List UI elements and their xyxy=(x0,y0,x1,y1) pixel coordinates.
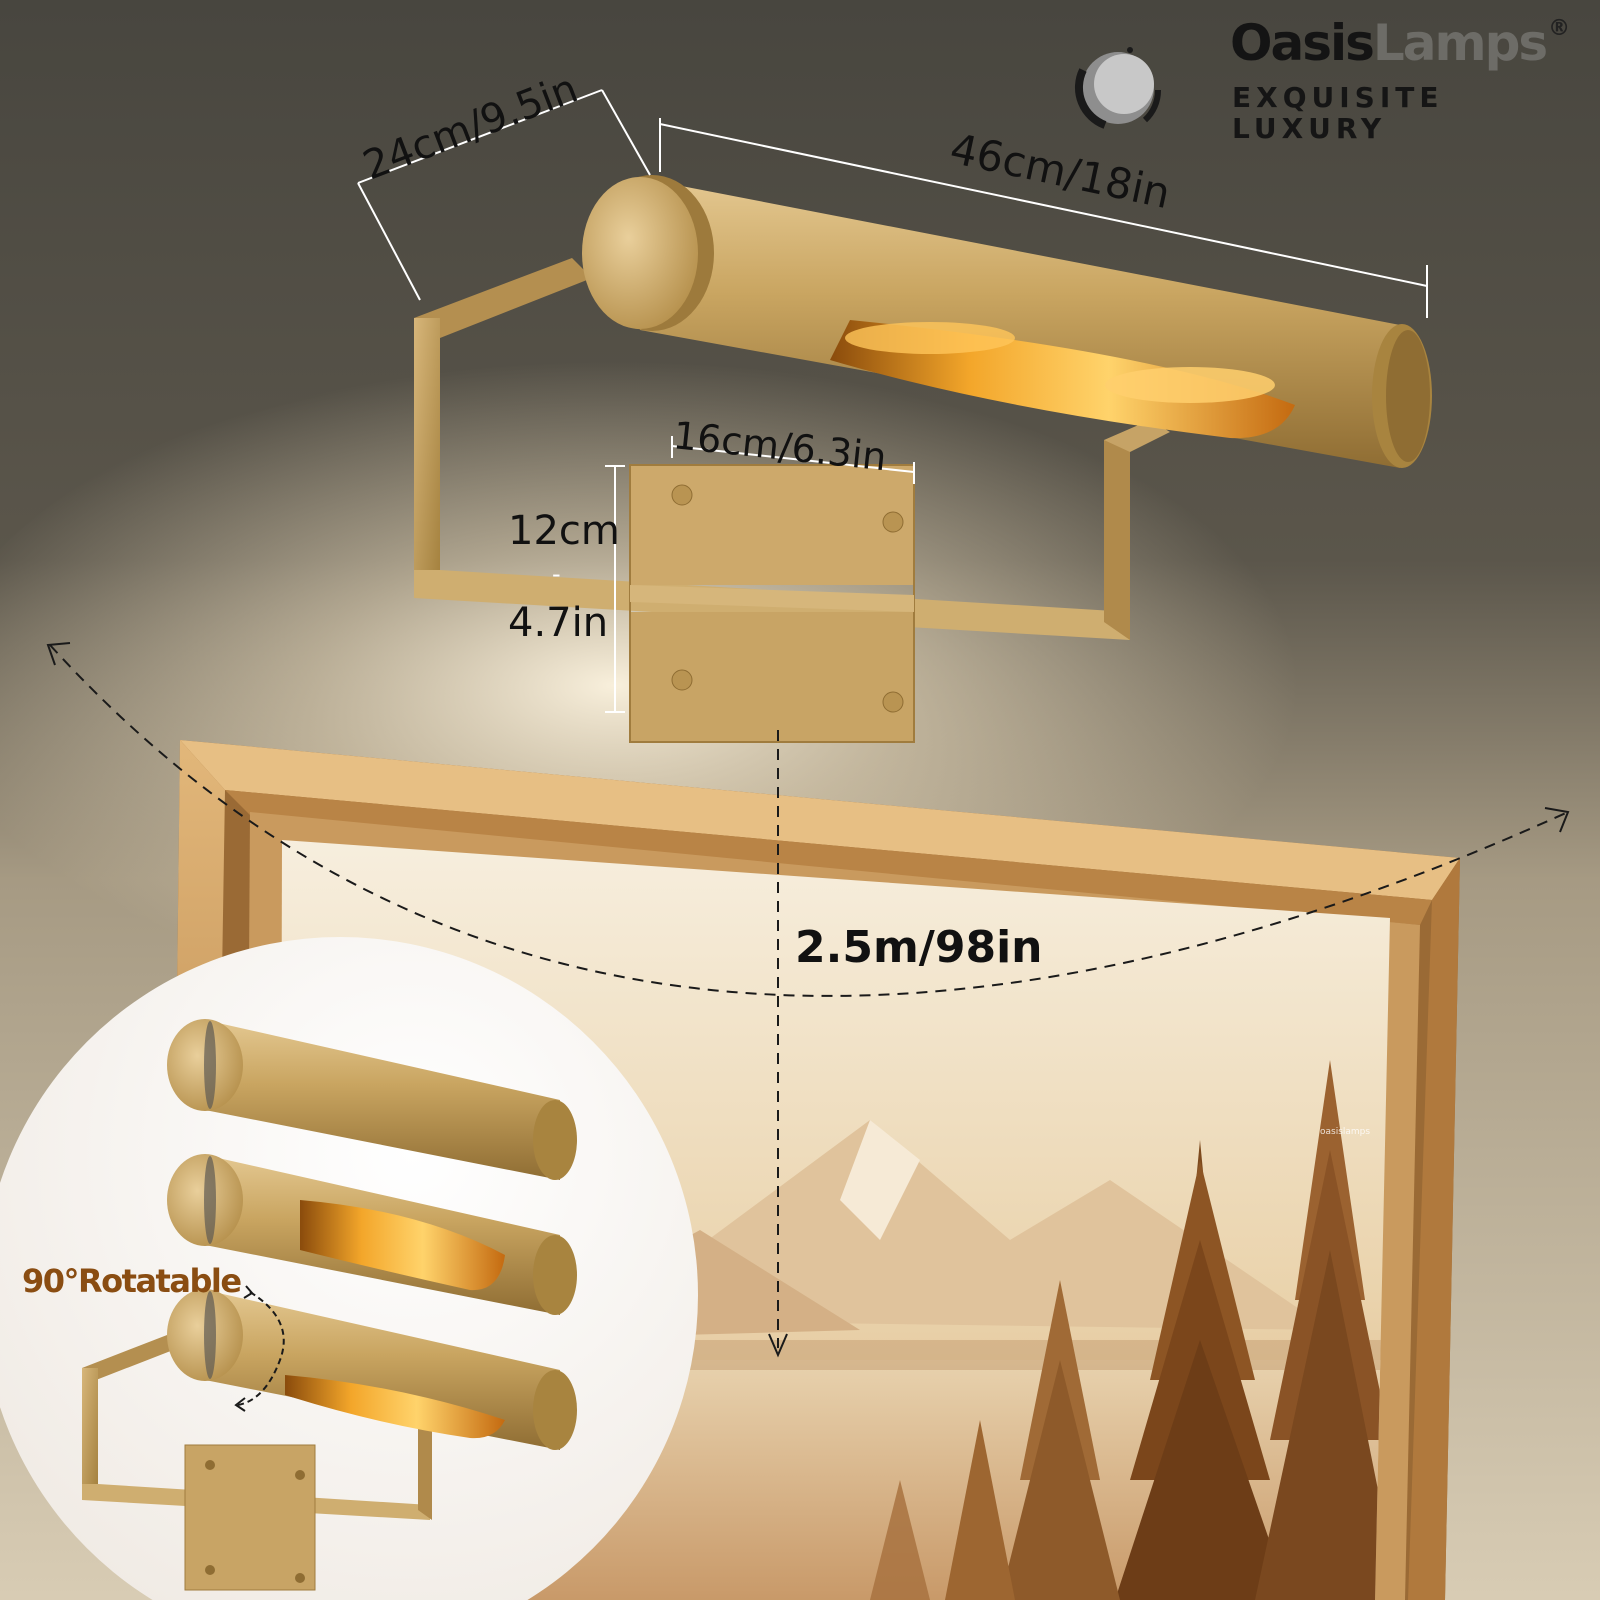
dimension-height-separator: - xyxy=(552,560,561,588)
watermark: oasislamps xyxy=(1320,1127,1371,1137)
lamp-tube xyxy=(582,175,1432,468)
tagline-line-2: LUXURY xyxy=(1232,112,1387,145)
beam-span-arrow xyxy=(49,644,1569,1348)
rotation-arrow-icon xyxy=(237,1291,285,1406)
lamp-logo-icon xyxy=(1075,47,1162,129)
dimension-lines xyxy=(357,89,1428,713)
brand-name-oasis: Oasis xyxy=(1230,14,1375,72)
brand-logo: OasisLamps® EXQUISITE LUXURY xyxy=(1230,16,1570,145)
tagline-line-1: EXQUISITE xyxy=(1232,81,1444,114)
brand-name: OasisLamps® xyxy=(1230,16,1570,69)
rotation-inset xyxy=(0,937,698,1600)
inset-lamp-open xyxy=(167,1154,577,1315)
bulb-left xyxy=(845,322,1015,354)
brand-name-lamps: Lamps xyxy=(1372,14,1548,72)
wall-backplate xyxy=(629,464,915,743)
arrowheads xyxy=(46,642,1570,1358)
registered-mark: ® xyxy=(1548,16,1570,41)
bulb-right xyxy=(1105,367,1275,403)
lamp-end-cap xyxy=(582,177,698,329)
rotation-label: 90°Rotatable xyxy=(22,1262,242,1300)
dimension-beam-span: 2.5m/98in xyxy=(795,922,1043,973)
dimension-height-cm: 12cm xyxy=(508,508,620,554)
brand-tagline: EXQUISITE LUXURY xyxy=(1232,82,1568,144)
dimension-height-in: 4.7in xyxy=(508,600,608,646)
inset-lamp-mounted xyxy=(82,1289,577,1591)
inset-lamp-closed xyxy=(167,1019,577,1180)
